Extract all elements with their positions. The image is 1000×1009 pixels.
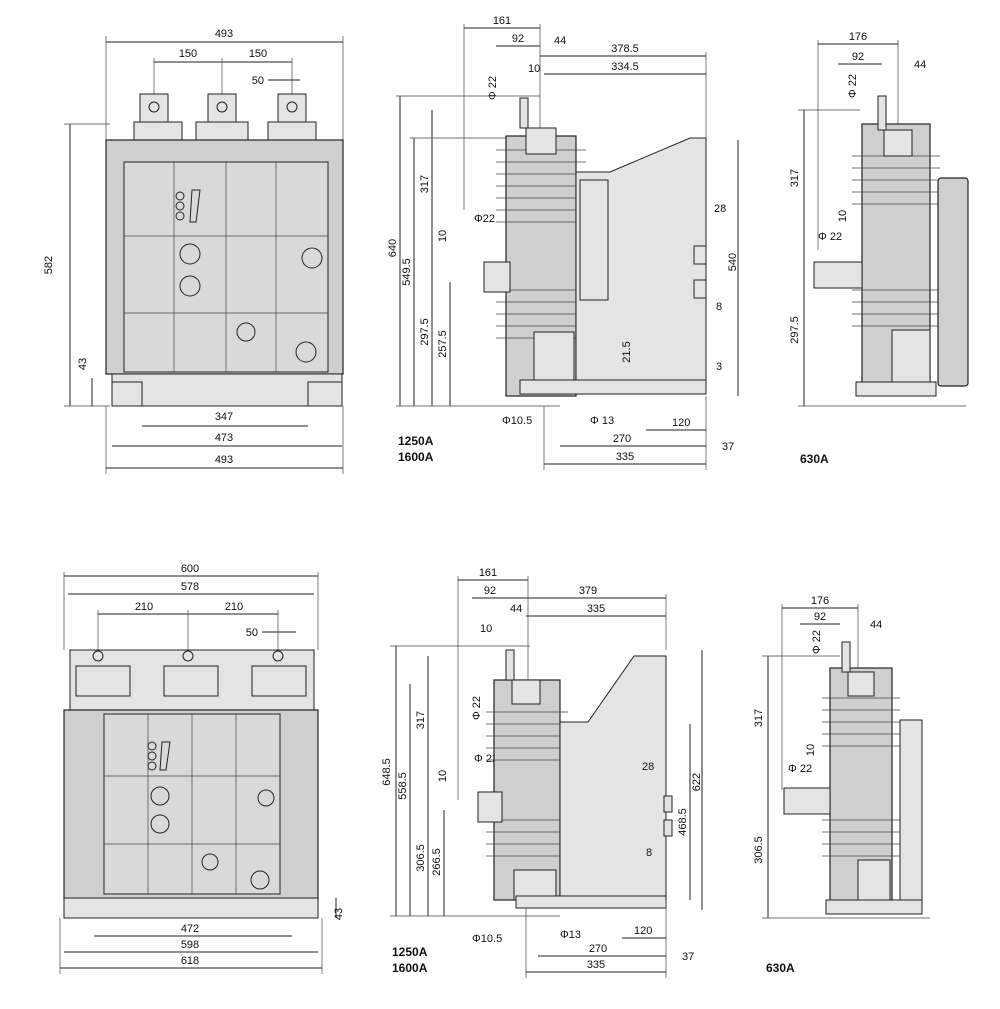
dim-label: Φ13	[560, 929, 581, 941]
dim-label: 176	[849, 31, 867, 43]
dim-label: 50	[246, 627, 258, 639]
caption: 630A	[800, 452, 829, 466]
dim-label: Φ10.5	[502, 415, 532, 427]
dim-label: 306.5	[415, 844, 427, 872]
dim-label: 37	[682, 951, 694, 963]
dim-label: 3	[716, 361, 722, 373]
dim-label: 28	[642, 761, 654, 773]
dim-label: 335	[587, 959, 605, 971]
dim-label: Φ 22	[474, 753, 498, 765]
dim-label: 92	[852, 51, 864, 63]
dim-label: 582	[43, 256, 55, 274]
caption: 630A	[766, 961, 795, 975]
dim-label: 8	[716, 301, 722, 313]
dim-label: 10	[437, 230, 449, 242]
dim-label: 378.5	[611, 43, 639, 55]
side-view-1250-bottom: 161 92 379 44 335 10 Φ 22 648.5 558.5 31…	[381, 567, 703, 978]
dim-label: 335	[616, 451, 634, 463]
dim-label: 210	[225, 601, 243, 613]
dim-label: 600	[181, 563, 199, 575]
dim-label: Φ 22	[818, 231, 842, 243]
dim-label: 43	[77, 358, 89, 370]
dim-label: 317	[789, 169, 801, 187]
dim-label: 92	[484, 585, 496, 597]
dim-label: Φ 22	[487, 76, 499, 100]
dim-label: 317	[419, 175, 431, 193]
dim-label: 10	[805, 744, 817, 756]
dim-label: 210	[135, 601, 153, 613]
dim-label: 161	[493, 15, 511, 27]
dim-label: 335	[587, 603, 605, 615]
dim-label: 10	[837, 210, 849, 222]
dim-label: 43	[333, 908, 345, 920]
dim-label: 44	[510, 603, 522, 615]
dim-label: 306.5	[753, 836, 765, 864]
caption-line: 1600A	[398, 450, 434, 464]
dim-label: Φ 13	[590, 415, 614, 427]
dim-label: Φ 22	[847, 74, 859, 98]
dim-label: 540	[727, 253, 739, 271]
dim-label: 618	[181, 955, 199, 967]
caption-line: 1600A	[392, 961, 428, 975]
dim-label: 10	[480, 623, 492, 635]
dim-label: 266.5	[431, 848, 443, 876]
dim-label: 297.5	[789, 316, 801, 344]
dim-label: 257.5	[437, 330, 449, 358]
dim-label: Φ 22	[471, 696, 483, 720]
caption-line: 1250A	[398, 434, 434, 448]
dim-label: 297.5	[419, 318, 431, 346]
dim-label: 10	[437, 770, 449, 782]
side-view-630-top: 176 92 44 Φ 22 317 10 Φ 22 297.5	[789, 31, 969, 466]
dim-label: Φ22	[474, 213, 495, 225]
side-view-1250-top: 161 92 44 378.5 10 334.5 Φ 22 640 549.5 …	[387, 15, 739, 470]
dim-label: 50	[252, 75, 264, 87]
dim-label: 150	[249, 48, 267, 60]
dim-label: 472	[181, 923, 199, 935]
dim-label: 92	[814, 611, 826, 623]
dim-label: 379	[579, 585, 597, 597]
caption-line: 1250A	[392, 945, 428, 959]
front-view-1: 493 150 150 50	[43, 28, 344, 474]
dim-label: 317	[753, 709, 765, 727]
dim-label: 598	[181, 939, 199, 951]
side-view-630-bottom: 176 92 44 Φ 22 317 10 Φ 22 306.5	[753, 595, 930, 975]
dim-label: 161	[479, 567, 497, 579]
dim-label: 473	[215, 432, 233, 444]
dim-label: Φ 22	[811, 630, 823, 654]
dim-label: 44	[554, 35, 566, 47]
dim-label: 270	[613, 433, 631, 445]
dim-label: 120	[634, 925, 652, 937]
dim-label: 317	[415, 711, 427, 729]
dim-label: 8	[646, 847, 652, 859]
dim-label: 334.5	[611, 61, 639, 73]
dim-label: 549.5	[401, 258, 413, 286]
dim-label: 92	[512, 33, 524, 45]
dim-label: 493	[215, 28, 233, 40]
dim-label: 150	[179, 48, 197, 60]
dim-label: 640	[387, 239, 399, 257]
dim-label: 44	[914, 59, 926, 71]
dim-label: 558.5	[397, 772, 409, 800]
dim-label: 176	[811, 595, 829, 607]
dim-label: 37	[722, 441, 734, 453]
dim-label: 578	[181, 581, 199, 593]
dim-label: Φ 22	[788, 763, 812, 775]
dim-label: 120	[672, 417, 690, 429]
dim-label: 347	[215, 411, 233, 423]
dim-label: 21.5	[621, 341, 633, 362]
dim-label: 493	[215, 454, 233, 466]
dim-label: Φ10.5	[472, 933, 502, 945]
dim-label: 10	[528, 63, 540, 75]
dim-label: 648.5	[381, 758, 393, 786]
front-view-2: 600 578 210 210 50	[59, 563, 345, 974]
dim-label: 44	[870, 619, 882, 631]
dim-label: 28	[714, 203, 726, 215]
dim-label: 622	[691, 773, 703, 791]
dim-label: 468.5	[677, 808, 689, 836]
dim-label: 270	[589, 943, 607, 955]
